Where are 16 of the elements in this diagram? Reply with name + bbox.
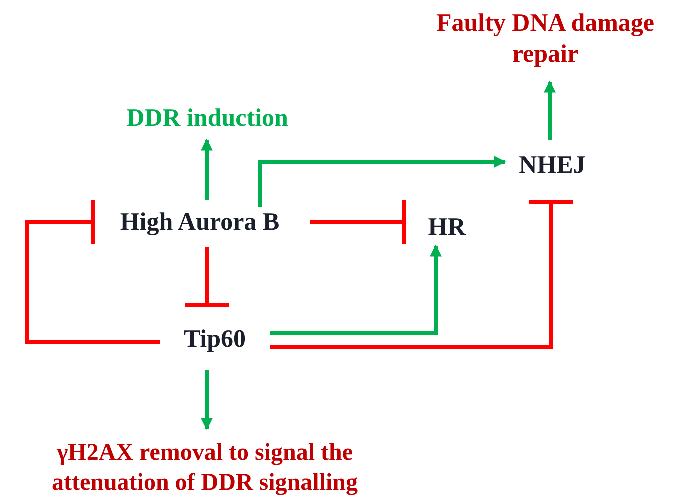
node-label: Faulty DNA damage repair bbox=[435, 9, 656, 70]
node-label: HR bbox=[427, 213, 467, 243]
node-label: NHEJ bbox=[518, 151, 587, 181]
inhibition-line bbox=[183, 247, 231, 307]
inhibition-line bbox=[270, 200, 575, 349]
node-label: γH2AX removal to signal the attenuation of DDR signalling bbox=[50, 439, 360, 498]
node-label: Tip60 bbox=[182, 325, 248, 355]
inhibition-line bbox=[25, 198, 160, 344]
arrow bbox=[544, 80, 556, 140]
arrow bbox=[201, 138, 213, 200]
arrow bbox=[258, 156, 506, 207]
node-label: High Aurora B bbox=[119, 208, 281, 238]
node-label: DDR induction bbox=[126, 104, 290, 134]
arrow bbox=[270, 244, 442, 335]
inhibition-line bbox=[310, 198, 406, 246]
arrow bbox=[201, 370, 213, 430]
